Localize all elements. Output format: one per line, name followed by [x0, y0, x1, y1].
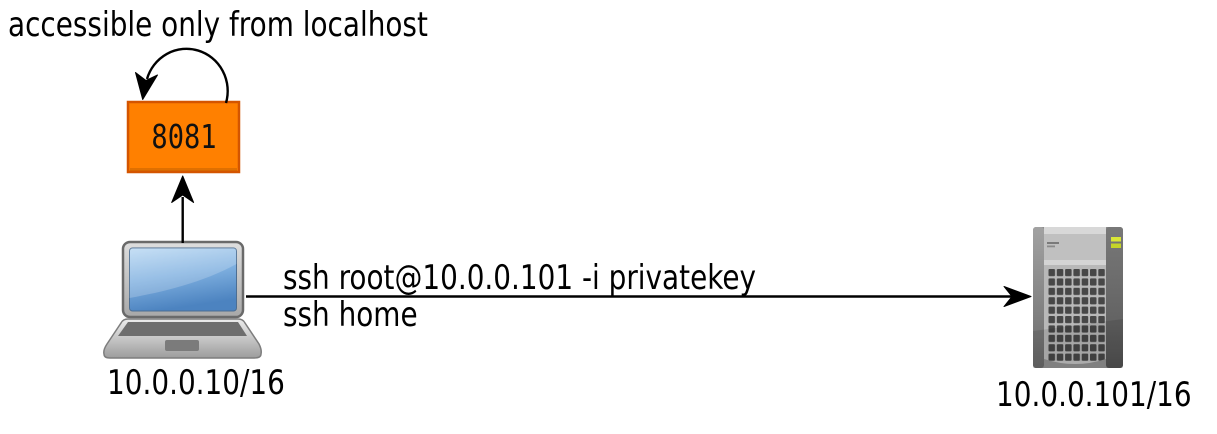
ssh-connection-arrowhead: [1003, 286, 1032, 307]
port-node-shade: [130, 168, 237, 171]
ssh-command-label: ssh root@10.0.0.101 -i privatekey: [283, 258, 757, 298]
laptop-keyboard: [118, 322, 247, 336]
laptop-ip-label: 10.0.0.10/16: [107, 363, 285, 403]
server-bottom-shade: [1033, 319, 1123, 368]
laptop-touchpad: [165, 340, 199, 351]
laptop-screen-gloss: [129, 248, 237, 298]
server-led-bottom: [1111, 243, 1121, 248]
server-top-cap: [1044, 227, 1106, 234]
server-badge-line2: [1047, 245, 1055, 248]
server-ip-label: 10.0.0.101/16: [996, 375, 1192, 415]
loopback-arrow: [135, 47, 229, 104]
loopback-arrowhead: [135, 72, 158, 100]
server-left-column: [1033, 227, 1044, 368]
server-badge-line1: [1047, 242, 1059, 244]
localhost-annotation: accessible only from localhost: [8, 5, 428, 45]
port-node-rect: [126, 100, 241, 174]
server-bottom-curve: [1044, 359, 1106, 368]
laptop-to-port-arrow: [171, 175, 195, 243]
port-node-label: 8081: [151, 117, 217, 156]
laptop-icon: [103, 240, 262, 359]
laptop-to-port-arrowhead: [171, 175, 195, 203]
server-vent-grid: [1048, 269, 1106, 362]
server-panel-divider: [1044, 260, 1106, 265]
port-node-8081: [126, 100, 241, 174]
laptop-screen: [129, 247, 237, 312]
ssh-alias-label: ssh home: [283, 295, 418, 335]
server-icon: [1033, 227, 1123, 368]
server-led-top: [1111, 237, 1121, 242]
server-right-column: [1106, 227, 1123, 368]
